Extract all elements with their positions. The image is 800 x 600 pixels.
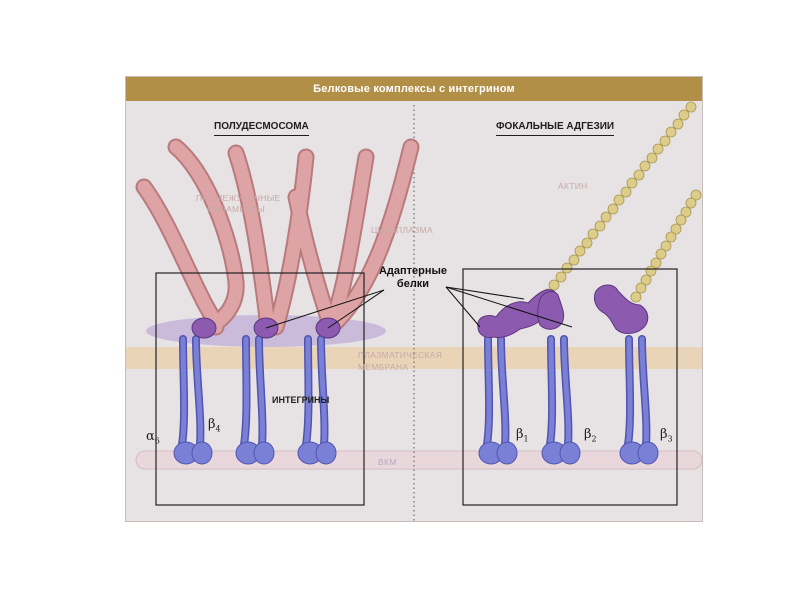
adapter-l1 xyxy=(192,318,216,338)
hemidesmosome-heading: ПОЛУДЕСМОСОМА xyxy=(214,121,309,136)
alpha6-label: α6 xyxy=(146,429,160,446)
intermediate-filaments-label: ПРОМЕЖУТОЧНЫЕ ФИЛАМЕНТЫ xyxy=(196,193,276,215)
plasma-membrane-label: ПЛАЗМАТИЧЕСКАЯ МЕМБРАНА xyxy=(358,349,458,373)
adapter-proteins-label: Адаптерные белки xyxy=(374,265,452,291)
actin-filament-2 xyxy=(631,190,701,302)
diagram-art xyxy=(126,77,702,521)
ecm-label: ВКМ xyxy=(378,457,397,467)
integrins-label: ИНТЕГРИНЫ xyxy=(272,395,329,405)
beta2-label: β2 xyxy=(584,427,597,444)
focal-adhesions-heading: ФОКАЛЬНЫЕ АДГЕЗИИ xyxy=(496,121,614,136)
adapters-right xyxy=(478,285,648,338)
cytoplasm-label: ЦИТОПЛАЗМА xyxy=(371,225,433,235)
beta3-label: β3 xyxy=(660,427,673,444)
beta4-label: β4 xyxy=(208,417,221,434)
ecm-band xyxy=(136,451,702,469)
intermediate-filaments xyxy=(144,147,411,327)
figure: Белковые комплексы с интегрином xyxy=(125,76,703,522)
actin-label: АКТИН xyxy=(558,181,588,191)
beta1-label: β1 xyxy=(516,427,529,444)
